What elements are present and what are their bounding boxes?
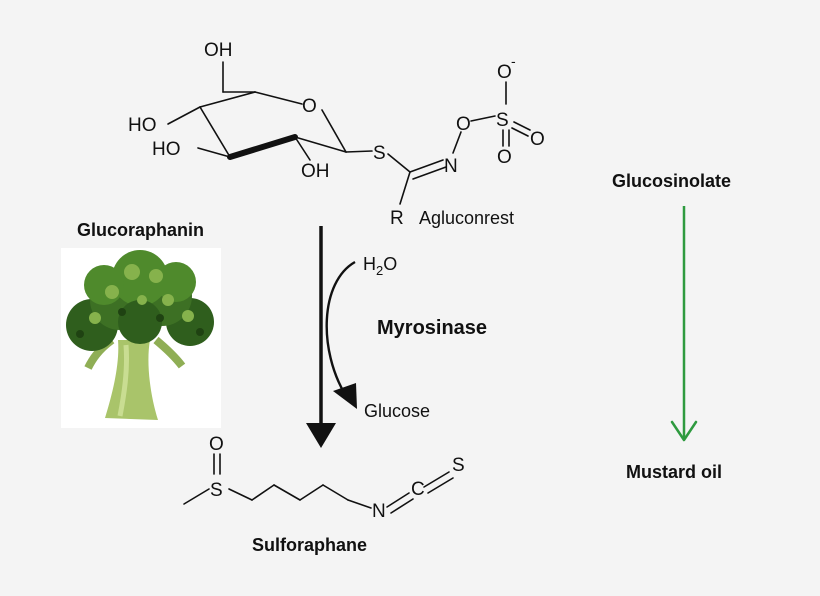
myrosinase-label: Myrosinase [377, 317, 487, 339]
sulforaphane-structure: O S N C S [183, 434, 465, 522]
curved-arrow [325, 260, 357, 409]
svg-text:H2O: H2O [363, 254, 397, 278]
atom-o-right: O [530, 129, 545, 150]
green-arrow [670, 206, 698, 442]
atom-o-down: O [497, 147, 512, 168]
atom-s-iso: S [452, 455, 465, 476]
atom-oh-top: OH [204, 40, 233, 61]
glucoraphanin-label: Glucoraphanin [77, 220, 204, 240]
atom-o-minus: O [497, 62, 512, 83]
atom-o-sulfoxide: O [209, 434, 224, 455]
atom-n-iso: N [372, 501, 386, 522]
atom-ho-left: HO [128, 115, 157, 136]
atom-n: N [444, 156, 458, 177]
water-label: H2O [363, 254, 397, 278]
glucosinolate-structure: OH O HO HO OH S N O S O - O O R Agluconr… [128, 40, 545, 229]
atom-o-bridge: O [456, 114, 471, 135]
atom-ho-lower: HO [152, 139, 181, 160]
agluconrest-label: Agluconrest [419, 208, 514, 228]
atom-c-iso: C [411, 479, 425, 500]
glucosinolate-label: Glucosinolate [612, 171, 731, 191]
main-reaction-arrow [306, 226, 336, 448]
atom-minus-charge: - [511, 53, 516, 69]
glucose-label: Glucose [364, 401, 430, 421]
atom-s-sulfoxide: S [210, 480, 223, 501]
mustard-oil-label: Mustard oil [626, 462, 722, 482]
atom-r: R [390, 208, 404, 229]
sulforaphane-label: Sulforaphane [252, 535, 367, 555]
atom-oh-bottom: OH [301, 161, 330, 182]
atom-ring-o: O [302, 96, 317, 117]
atom-s-sulfate: S [496, 110, 509, 131]
atom-s-thio: S [373, 143, 386, 164]
broccoli-image [61, 248, 221, 428]
